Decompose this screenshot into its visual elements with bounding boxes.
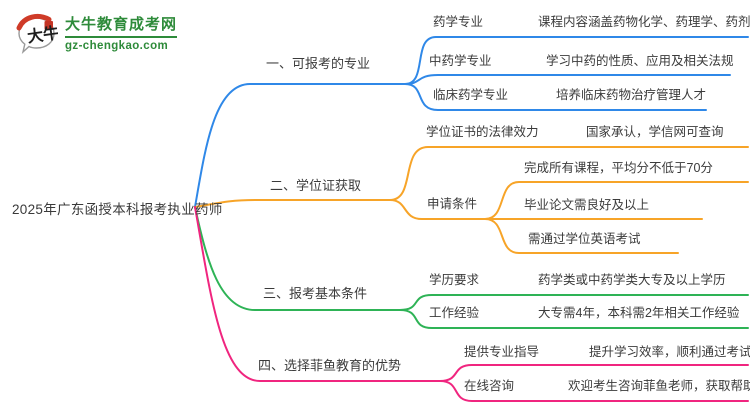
branch-4-main-connector bbox=[194, 206, 441, 382]
branch-1-label: 一、可报考的专业 bbox=[266, 56, 371, 71]
node-label: 毕业论文需良好及以上 bbox=[524, 198, 650, 212]
node-label: 中药学专业 bbox=[429, 54, 492, 68]
logo-red-arc bbox=[16, 14, 52, 31]
node-label: 完成所有课程，平均分不低于70分 bbox=[524, 161, 713, 175]
branch-2-grandchild-3-connector bbox=[484, 218, 679, 254]
branch-4-label: 四、选择菲鱼教育的优势 bbox=[258, 358, 402, 373]
logo-brand-name: 大牛教育成考网 bbox=[65, 16, 178, 33]
node-label: 临床药学专业 bbox=[433, 88, 509, 102]
branch-3-wires bbox=[194, 206, 749, 329]
node-label: 学位证书的法律效力 bbox=[426, 125, 539, 139]
logo-text-block: 大牛教育成考网 gz-chengkao.com bbox=[65, 16, 177, 52]
logo-domain: gz-chengkao.com bbox=[65, 40, 169, 52]
node-label: 申请条件 bbox=[427, 197, 478, 211]
branch-1-child-1-connector bbox=[404, 36, 749, 85]
node-description: 大专需4年，本科需2年相关工作经验 bbox=[538, 306, 740, 320]
logo-red-seal bbox=[44, 21, 53, 30]
branch-1-main-connector bbox=[194, 83, 406, 208]
branch-1-wires bbox=[194, 36, 749, 208]
branch-3-child-2-connector bbox=[399, 309, 749, 329]
root-node: 2025年广东函授本科报考执业药师 bbox=[12, 202, 223, 217]
node-description: 学习中药的性质、应用及相关法规 bbox=[546, 54, 734, 68]
branch-2-main-connector bbox=[194, 199, 391, 208]
node-description: 培养临床药物治疗管理人才 bbox=[556, 88, 707, 102]
node-label: 工作经验 bbox=[429, 306, 480, 320]
logo-bull-icon: 大牛 bbox=[16, 14, 58, 55]
branch-1-child-2-connector bbox=[404, 74, 731, 85]
node-label: 学历要求 bbox=[429, 273, 480, 287]
branch-3-child-1-connector bbox=[399, 294, 749, 311]
branch-2-child-1-connector bbox=[389, 146, 749, 201]
node-description: 国家承认，学信网可查询 bbox=[586, 125, 724, 139]
site-logo: 大牛 大牛教育成考网 gz-chengkao.com bbox=[16, 12, 177, 56]
branch-2-wires bbox=[194, 146, 749, 254]
node-label: 提供专业指导 bbox=[464, 345, 540, 359]
branch-4-child-2-connector bbox=[439, 380, 749, 402]
node-description: 药学类或中药学类大专及以上学历 bbox=[538, 273, 726, 287]
logo-icon-text: 大牛 bbox=[26, 23, 58, 46]
branch-1-child-3-connector bbox=[404, 83, 707, 111]
branch-4-wires bbox=[194, 206, 749, 402]
branch-3-label: 三、报考基本条件 bbox=[263, 286, 368, 301]
branch-2-child-2-connector bbox=[389, 199, 486, 220]
node-label: 药学专业 bbox=[433, 15, 484, 29]
node-description: 课程内容涵盖药物化学、药理学、药剂学 bbox=[538, 15, 750, 29]
branch-4-child-1-connector bbox=[439, 364, 749, 382]
node-label: 需通过学位英语考试 bbox=[528, 232, 641, 246]
branch-2-grandchild-1-connector bbox=[484, 181, 749, 220]
branch-2-label: 二、学位证获取 bbox=[270, 178, 362, 193]
node-description: 欢迎考生咨询菲鱼老师，获取帮助 bbox=[568, 379, 750, 393]
node-label: 在线咨询 bbox=[464, 379, 515, 393]
node-description: 提升学习效率，顺利通过考试 bbox=[589, 345, 750, 359]
branch-3-main-connector bbox=[194, 206, 401, 311]
logo-divider bbox=[65, 36, 177, 38]
